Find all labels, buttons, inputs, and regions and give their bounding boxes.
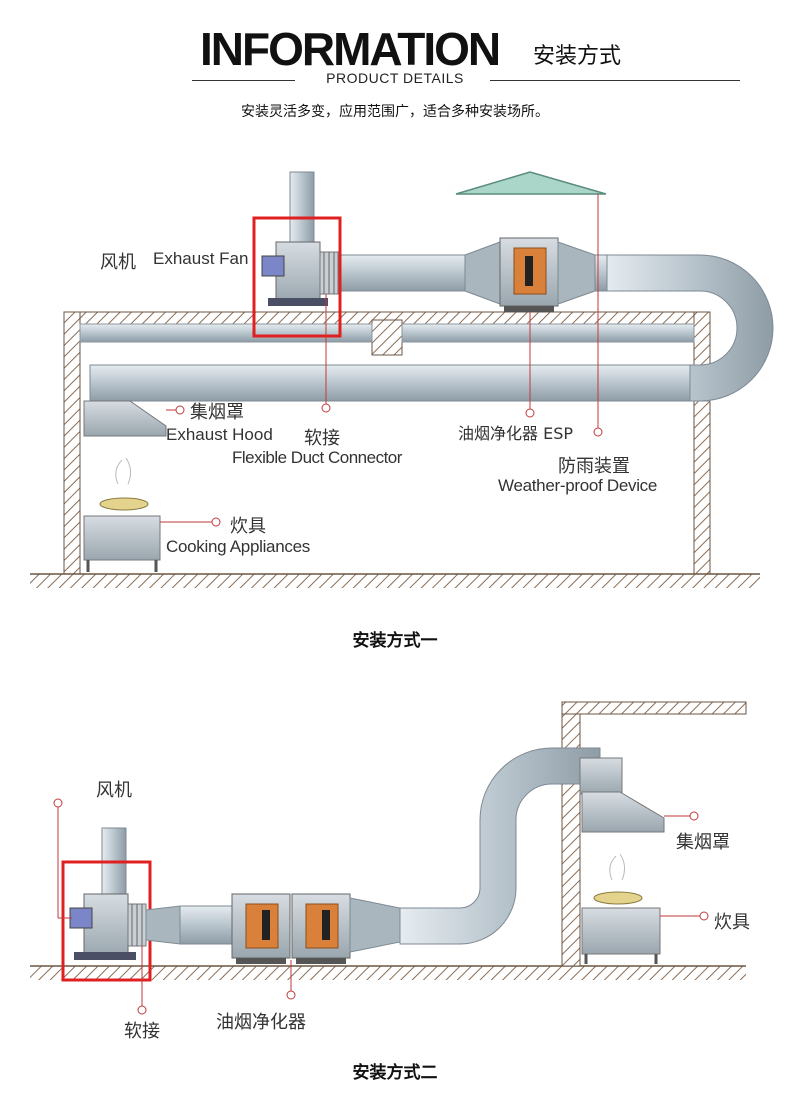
installation-diagram-1 [30, 171, 774, 588]
section-title: 安装方式 [533, 44, 622, 69]
heading-rule-right [490, 80, 740, 81]
right-building-wall [561, 701, 581, 967]
diagram-1-caption: 安装方式一 [352, 631, 438, 651]
flexible-connector-2 [127, 903, 147, 947]
diagram-2-caption: 安装方式二 [352, 1063, 438, 1083]
fan-label-en: Exhaust Fan [153, 249, 249, 268]
hood-label-cn: 集烟罩 [190, 402, 244, 423]
heading-rule-left [192, 80, 295, 81]
flexible-connector [319, 251, 339, 295]
inner-duct [89, 364, 711, 402]
fan-label-cn: 风机 [100, 252, 136, 273]
weather-cap [455, 171, 607, 195]
esp-unit-2b [291, 893, 351, 964]
page-heading: INFORMATION 安装方式 PRODUCT DETAILS 安装灵活多变，… [0, 0, 790, 130]
hood-label-2: 集烟罩 [676, 832, 730, 853]
cooking-appliance [83, 457, 161, 572]
cooker-label-2: 炊具 [714, 912, 750, 933]
installation-diagram-2 [30, 701, 747, 1015]
ground-2 [30, 966, 746, 980]
connector-label-2: 软接 [124, 1021, 160, 1042]
fan-highlight [252, 216, 342, 338]
connector-label-en: Flexible Duct Connector [232, 448, 402, 467]
ground [30, 574, 760, 588]
u-bend-duct [604, 254, 774, 402]
fan-label-2: 风机 [96, 780, 132, 801]
connector-label-cn: 软接 [304, 428, 340, 449]
ceiling-plate [79, 323, 373, 343]
exhaust-hood [83, 400, 167, 437]
cooker-label-en: Cooking Appliances [166, 537, 310, 556]
page-title: INFORMATION [200, 23, 501, 75]
fan-stack [289, 171, 315, 253]
weather-label-en: Weather-proof Device [498, 476, 658, 495]
page-subtitle: PRODUCT DETAILS [326, 70, 464, 86]
esp-label: 油烟净化器 ESP [458, 424, 574, 443]
tagline: 安装灵活多变，应用范围广，适合多种安装场所。 [241, 104, 549, 120]
exhaust-hood-2 [581, 791, 665, 833]
hood-label-en: Exhaust Hood [166, 425, 273, 444]
roof-beam [371, 319, 403, 356]
weather-label-cn: 防雨装置 [558, 456, 630, 477]
right-wall [693, 311, 711, 575]
roof-duct [334, 254, 466, 292]
s-bend-duct [399, 747, 601, 945]
right-building-roof [561, 701, 747, 715]
cooker-label-cn: 炊具 [230, 516, 266, 537]
esp-unit-2a [231, 893, 291, 964]
left-wall [63, 311, 81, 575]
cooking-appliance-2 [581, 853, 661, 964]
esp-label-2: 油烟净化器 [216, 1012, 306, 1033]
